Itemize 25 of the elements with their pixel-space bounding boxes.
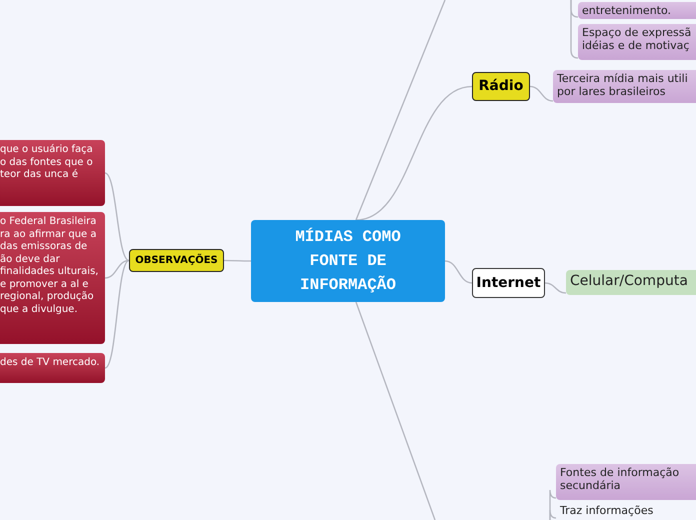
topic-box: Rádio <box>472 72 530 101</box>
connector-line <box>355 302 436 520</box>
central-topic: MÍDIAS COMO FONTE DE INFORMAÇÃO <box>251 220 445 302</box>
note-card: o Federal Brasileira ra ao afirmar que a das emissoras de ão deve dar finalidades ulturais, e promover a al e regional, produção que a divulgue. <box>0 212 105 344</box>
connector-line <box>549 509 556 520</box>
subtopic-card: Espaço de expressã idéias e de motivaç <box>578 24 696 60</box>
connector-line <box>355 0 446 220</box>
connector-line <box>530 86 554 102</box>
connector-line <box>544 282 566 294</box>
subtopic-text: Traz informações <box>556 504 696 520</box>
connector-line <box>104 260 130 279</box>
subtopic-card: Fontes de informação secundária <box>556 464 696 500</box>
connector-line <box>224 260 251 262</box>
subtopic-card: Celular/Computa <box>566 270 696 295</box>
note-card: des de TV mercado. <box>0 353 105 383</box>
subtopic-card: entretenimento. <box>578 2 696 19</box>
topic-box: OBSERVAÇÕES <box>129 249 224 272</box>
subtopic-card: Terceira mídia mais utili por lares brasileiros <box>553 70 696 103</box>
connector-line <box>356 86 472 221</box>
note-card: que o usuário faça o das fontes que o teor das unca é <box>0 140 105 206</box>
connector-line <box>444 260 472 284</box>
connector-line <box>570 0 578 59</box>
connector-line <box>104 172 130 262</box>
topic-box: Internet <box>472 268 545 298</box>
connector-line <box>104 260 130 369</box>
